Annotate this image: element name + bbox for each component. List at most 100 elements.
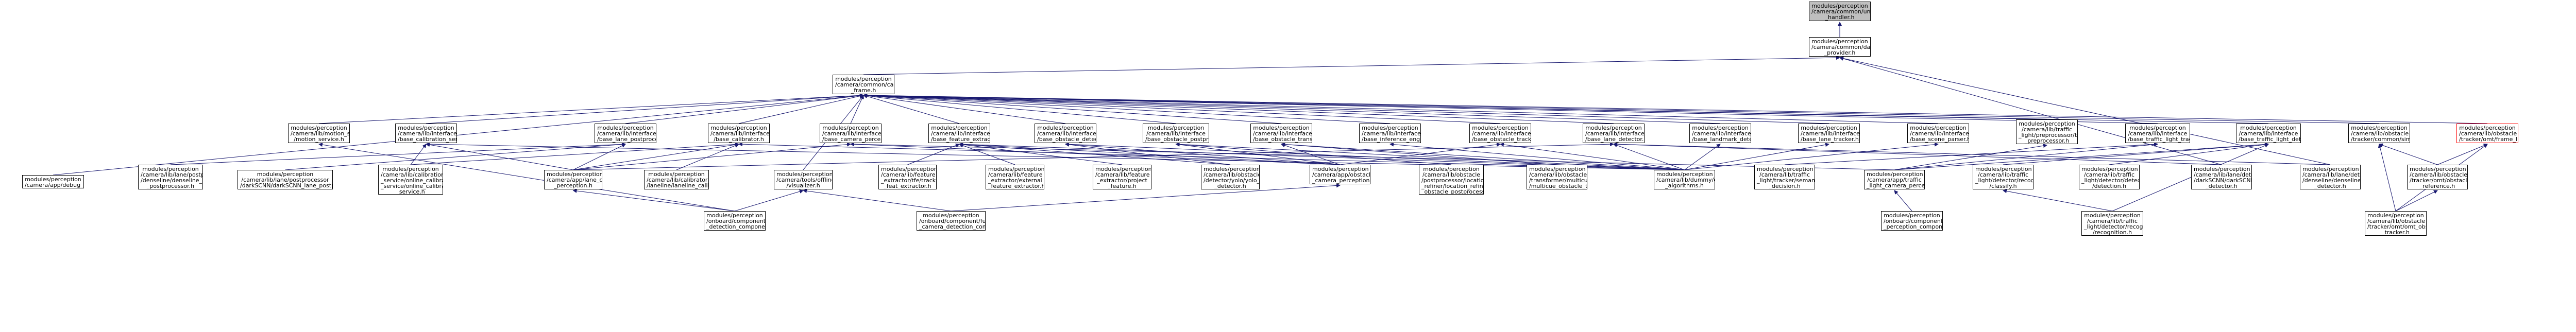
graph-node-multicue-obstacle-transformer-h[interactable]: modules/perception/camera/lib/obstacle/t… bbox=[1527, 165, 1587, 189]
node-label-line: _postprocessor.h bbox=[146, 183, 195, 189]
graph-node-base-traffic-light-detector-h[interactable]: modules/perception/camera/lib/interface/… bbox=[2236, 124, 2301, 143]
dependency-edge bbox=[1894, 142, 2158, 170]
node-label-line: /camera/lib/interface bbox=[1692, 130, 1751, 137]
node-label-line: /camera/lib/interface bbox=[2239, 130, 2298, 137]
node-label-line: _obstacle_postprocessor.h bbox=[1421, 188, 1483, 195]
graph-node-detector-h[interactable]: modules/perception/camera/lib/lane/detec… bbox=[2191, 165, 2252, 189]
node-label-line: modules/perception bbox=[257, 171, 314, 178]
graph-node-base-lane-tracker-h[interactable]: modules/perception/camera/lib/interface/… bbox=[1798, 124, 1860, 143]
node-label-line: /base_scene_parser.h bbox=[1910, 136, 1969, 143]
graph-node-detector-h[interactable]: modules/perception/camera/lib/obstacle/d… bbox=[1201, 165, 1260, 189]
node-label-line: /camera/lib/lane/detector bbox=[2194, 171, 2251, 178]
node-label-line: /base_obstacle_detector.h bbox=[1037, 136, 1096, 143]
graph-node-base-feature-extractor-h[interactable]: modules/perception/camera/lib/interface/… bbox=[928, 124, 990, 143]
dependency-edge bbox=[1613, 142, 2222, 165]
graph-node-frame-h[interactable]: modules/perception/camera/common/camera_… bbox=[833, 75, 894, 94]
graph-node-base-landmark-detector-h[interactable]: modules/perception/camera/lib/interface/… bbox=[1689, 124, 1751, 143]
node-label-line: /base_camera_perception.h bbox=[822, 136, 881, 143]
graph-node-tracker-h[interactable]: modules/perception/camera/lib/obstacle/t… bbox=[2365, 211, 2427, 236]
dependency-edge bbox=[863, 56, 1840, 75]
graph-node-base-camera-perception-h[interactable]: modules/perception/camera/lib/interface/… bbox=[820, 124, 882, 143]
node-label-line: _light/detector/recognition bbox=[2084, 223, 2143, 230]
dependency-edge bbox=[1340, 142, 1501, 165]
node-label-line: _service/online_calibration bbox=[381, 183, 443, 189]
graph-node-base-lane-postprocessor-h[interactable]: modules/perception/camera/lib/interface/… bbox=[595, 124, 656, 143]
node-label-line: _reference.h bbox=[2419, 183, 2455, 189]
node-label-line: /camera/lib/interface bbox=[597, 130, 656, 137]
graph-node-provider-h[interactable]: modules/perception/camera/common/data_pr… bbox=[1809, 37, 1871, 57]
graph-node-camera-perception-h[interactable]: modules/perception/camera/app/obstacle_c… bbox=[1310, 165, 1370, 184]
graph-node-detector-h[interactable]: modules/perception/camera/lib/lane/detec… bbox=[2300, 165, 2361, 189]
graph-node-base-obstacle-transformer-h[interactable]: modules/perception/camera/lib/interface/… bbox=[1250, 124, 1312, 143]
graph-node-perception-h[interactable]: modules/perception/camera/app/lane_camer… bbox=[544, 170, 602, 189]
node-label-line: modules/perception bbox=[2084, 212, 2141, 219]
node-label-line: _camera_perception.h bbox=[1312, 177, 1370, 184]
graph-node-visualizer-h[interactable]: modules/perception/camera/tools/offline/… bbox=[774, 170, 833, 189]
graph-node-tracker-common-similar-h[interactable]: modules/perception/camera/lib/obstacle/t… bbox=[2348, 124, 2410, 143]
node-label-line: /camera/lib/interface bbox=[710, 130, 770, 137]
graph-node-feat-extractor-h[interactable]: modules/perception/camera/lib/feature_ex… bbox=[878, 165, 937, 189]
node-label-line: modules/perception bbox=[710, 125, 767, 131]
dependency-edge bbox=[1684, 144, 1721, 170]
node-label-line: /base_landmark_detector.h bbox=[1692, 136, 1751, 143]
node-label-line: modules/perception bbox=[1811, 38, 1868, 45]
node-label-line: modules/perception bbox=[382, 166, 439, 172]
dependency-edge bbox=[863, 93, 1501, 124]
node-label-line: modules/perception bbox=[1975, 166, 2032, 172]
graph-node-obstacle-postprocessor-h[interactable]: modules/perception/camera/lib/obstacle/p… bbox=[1419, 165, 1484, 195]
node-label-line: /camera/lib/motion_service bbox=[291, 130, 350, 137]
graph-node-decision-h[interactable]: modules/perception/camera/lib/traffic_li… bbox=[1754, 165, 1815, 189]
node-label-line: /camera/lib/interface bbox=[1472, 130, 1531, 137]
graph-node-service-h[interactable]: modules/perception/camera/lib/calibratio… bbox=[378, 165, 443, 195]
dependency-edge bbox=[2378, 144, 2396, 212]
graph-node-camera-detection-component-h[interactable]: modules/perception/onboard/component/fus… bbox=[917, 211, 986, 231]
graph-node-base-inference-engine-h[interactable]: modules/perception/camera/lib/interface/… bbox=[1359, 124, 1421, 143]
dependency-edge bbox=[1500, 143, 1685, 170]
node-label-line: _frame.h bbox=[851, 87, 876, 94]
graph-node-perception-component-h[interactable]: modules/perception/onboard/component/tra… bbox=[1881, 211, 1943, 231]
dependency-edge bbox=[863, 93, 1939, 124]
graph-node-base-obstacle-detector-h[interactable]: modules/perception/camera/lib/interface/… bbox=[1035, 124, 1096, 143]
graph-node-algorithms-h[interactable]: modules/perception/camera/lib/dummy/dumm… bbox=[1654, 170, 1715, 189]
graph-node-darkscnn-darkscnn-lane-postprocessor-h[interactable]: modules/perception/camera/lib/lane/postp… bbox=[238, 170, 333, 189]
node-label-line: /onboard/component/lane bbox=[706, 218, 766, 224]
graph-node-feature-extractor-h[interactable]: modules/perception/camera/lib/feature_ex… bbox=[986, 165, 1044, 189]
graph-node-light-camera-perception-h[interactable]: modules/perception/camera/app/traffic_li… bbox=[1864, 170, 1925, 189]
node-label-line: /camera/lib/dummy/dummy bbox=[1656, 177, 1715, 183]
node-label-line: /camera/lib/interface bbox=[2128, 130, 2188, 137]
node-label-line: /classify.h bbox=[1989, 183, 2017, 189]
graph-node-base-traffic-light-tracker-h[interactable]: modules/perception/camera/lib/interface/… bbox=[2125, 124, 2190, 143]
graph-node-preprocessor-h[interactable]: modules/perception/camera/lib/traffic_li… bbox=[2016, 119, 2078, 144]
graph-node-base-obstacle-tracker-h[interactable]: modules/perception/camera/lib/interface/… bbox=[1469, 124, 1531, 143]
graph-node-detection-h[interactable]: modules/perception/camera/lib/traffic_li… bbox=[2079, 165, 2140, 189]
node-label-line: /camera/lib/lane/detector bbox=[2302, 171, 2360, 178]
graph-node-postprocessor-h[interactable]: modules/perception/camera/lib/lane/postp… bbox=[138, 165, 203, 189]
graph-node-laneline-laneline-calibrator-h[interactable]: modules/perception/camera/lib/calibrator… bbox=[644, 170, 709, 189]
graph-node-reference-h[interactable]: modules/perception/camera/lib/obstacle/t… bbox=[2407, 165, 2468, 189]
graph-node-feature-h[interactable]: modules/perception/camera/lib/feature_ex… bbox=[1093, 165, 1151, 189]
node-label-line: /camera/tools/offline bbox=[776, 177, 833, 183]
dependency-edge bbox=[1894, 142, 2269, 170]
graph-node-camera-app-debug-info-h[interactable]: modules/perception/camera/app/debug_info… bbox=[22, 175, 84, 188]
node-label-line: /visualizer.h bbox=[786, 182, 820, 189]
node-label-line: modules/perception bbox=[142, 166, 199, 172]
graph-node-handler-h[interactable]: modules/perception/camera/common/undisto… bbox=[1809, 2, 1871, 21]
node-label-line: modules/perception bbox=[822, 125, 879, 131]
graph-node-detection-component-h[interactable]: modules/perception/onboard/component/lan… bbox=[704, 211, 766, 231]
graph-node-tracker-omt-frame-list-h[interactable]: modules/perception/camera/lib/obstacle/t… bbox=[2456, 124, 2518, 143]
graph-node-base-calibration-service-h[interactable]: modules/perception/camera/lib/interface/… bbox=[395, 124, 457, 143]
dependency-edge bbox=[1894, 190, 1912, 212]
dependency-edge bbox=[170, 142, 626, 165]
dependency-edge bbox=[1839, 56, 2331, 165]
graph-node-base-obstacle-postprocessor-h[interactable]: modules/perception/camera/lib/interface/… bbox=[1143, 124, 1209, 143]
node-label-line: /base_traffic_light_detector.h bbox=[2239, 136, 2301, 143]
graph-node-recognition-h[interactable]: modules/perception/camera/lib/traffic_li… bbox=[2081, 211, 2143, 236]
node-label-line: /camera/lib/interface bbox=[822, 130, 882, 137]
graph-node-base-calibrator-h[interactable]: modules/perception/camera/lib/interface/… bbox=[708, 124, 770, 143]
graph-node-motion-service-h[interactable]: modules/perception/camera/lib/motion_ser… bbox=[288, 124, 350, 143]
graph-node-base-scene-parser-h[interactable]: modules/perception/camera/lib/interface/… bbox=[1907, 124, 1969, 143]
graph-node-base-lane-detector-h[interactable]: modules/perception/camera/lib/interface/… bbox=[1583, 124, 1645, 143]
graph-node-classify-h[interactable]: modules/perception/camera/lib/traffic_li… bbox=[1973, 165, 2033, 189]
node-label-line: /camera/lib/feature bbox=[1095, 171, 1150, 178]
dependency-edge bbox=[2003, 189, 2113, 212]
